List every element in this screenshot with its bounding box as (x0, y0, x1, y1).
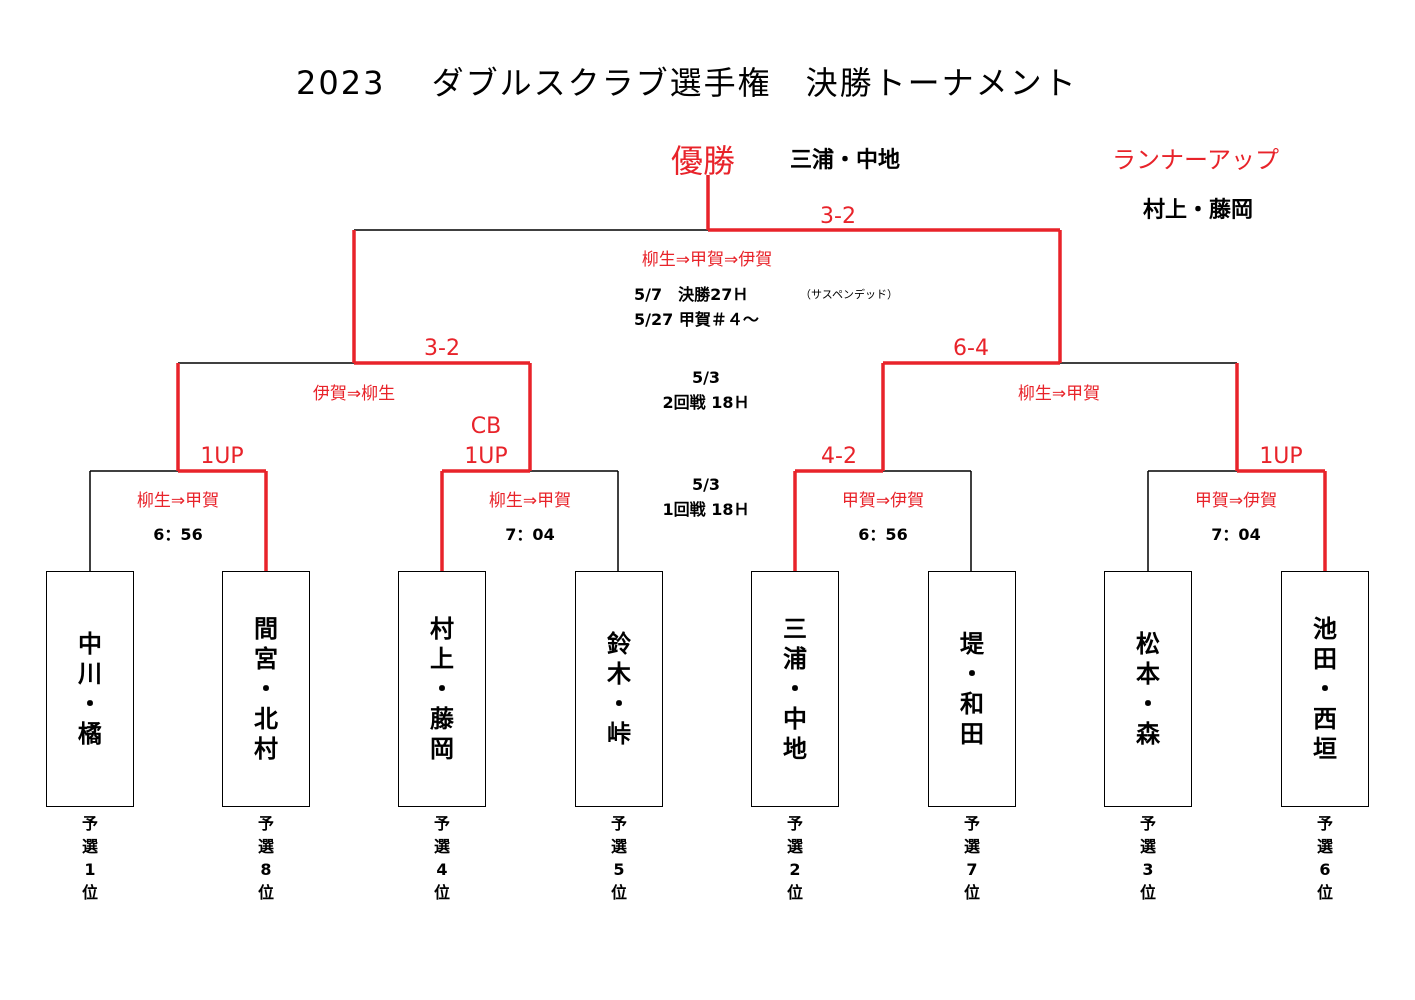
champion-team: 三浦・中地 (790, 148, 901, 173)
qf-3-route: 甲賀⇒伊賀 (841, 491, 925, 511)
team-name: 村上・藤岡 (430, 615, 454, 763)
qf-3-score: 4-2 (821, 444, 857, 469)
qf-1-route: 柳生⇒甲賀 (136, 491, 220, 511)
final-resume-line: 5/27 甲賀＃４～ (634, 310, 759, 329)
qf-4-route: 甲賀⇒伊賀 (1194, 491, 1278, 511)
qf-2-score: 1UP (464, 444, 508, 469)
semifinal-1-score: 3-2 (424, 336, 460, 361)
qf-3-time: 6：56 (858, 525, 908, 544)
page-title: 2023 ダブルスクラブ選手権 決勝トーナメント (296, 64, 1078, 102)
qf-1-time: 6：56 (153, 525, 203, 544)
team-name: 堤・和田 (960, 630, 984, 748)
team-box-6: 堤・和田 (928, 571, 1016, 807)
team-box-8: 池田・西垣 (1281, 571, 1369, 807)
team-name: 三浦・中地 (783, 615, 807, 763)
team-box-4: 鈴木・峠 (575, 571, 663, 807)
team-name: 鈴木・峠 (607, 630, 631, 748)
qf-1-score: 1UP (200, 444, 244, 469)
final-route: 柳生⇒甲賀⇒伊賀 (641, 250, 773, 270)
team-name: 松本・森 (1136, 630, 1160, 748)
team-box-2: 間宮・北村 (222, 571, 310, 807)
round1-desc: 1回戦 18Ｈ (662, 500, 750, 519)
qf-4-time: 7：04 (1211, 525, 1261, 544)
team-box-5: 三浦・中地 (751, 571, 839, 807)
final-date-line: 5/7 決勝27Ｈ (634, 285, 749, 304)
team-box-7: 松本・森 (1104, 571, 1192, 807)
round2-date: 5/3 (691, 368, 721, 387)
team-name: 池田・西垣 (1313, 615, 1337, 763)
qf-2-route: 柳生⇒甲賀 (488, 491, 572, 511)
qf-2-score-top: CB (470, 414, 502, 439)
semifinal-2-route: 柳生⇒甲賀 (1017, 384, 1101, 404)
runner-up-label: ランナーアップ (1112, 146, 1280, 174)
final-score: 3-2 (820, 204, 856, 229)
champion-label: 優勝 (671, 142, 736, 180)
semifinal-2-score: 6-4 (953, 336, 989, 361)
final-suspended-note: （サスペンデッド） (800, 288, 899, 301)
qf-2-time: 7：04 (505, 525, 555, 544)
qf-4-score: 1UP (1259, 444, 1303, 469)
team-box-1: 中川・橘 (46, 571, 134, 807)
team-name: 間宮・北村 (254, 615, 278, 763)
round1-date: 5/3 (691, 475, 721, 494)
round2-desc: 2回戦 18Ｈ (662, 393, 750, 412)
semifinal-1-route: 伊賀⇒柳生 (312, 384, 396, 404)
runner-up-team: 村上・藤岡 (1143, 198, 1254, 223)
team-box-3: 村上・藤岡 (398, 571, 486, 807)
team-name: 中川・橘 (78, 630, 102, 748)
